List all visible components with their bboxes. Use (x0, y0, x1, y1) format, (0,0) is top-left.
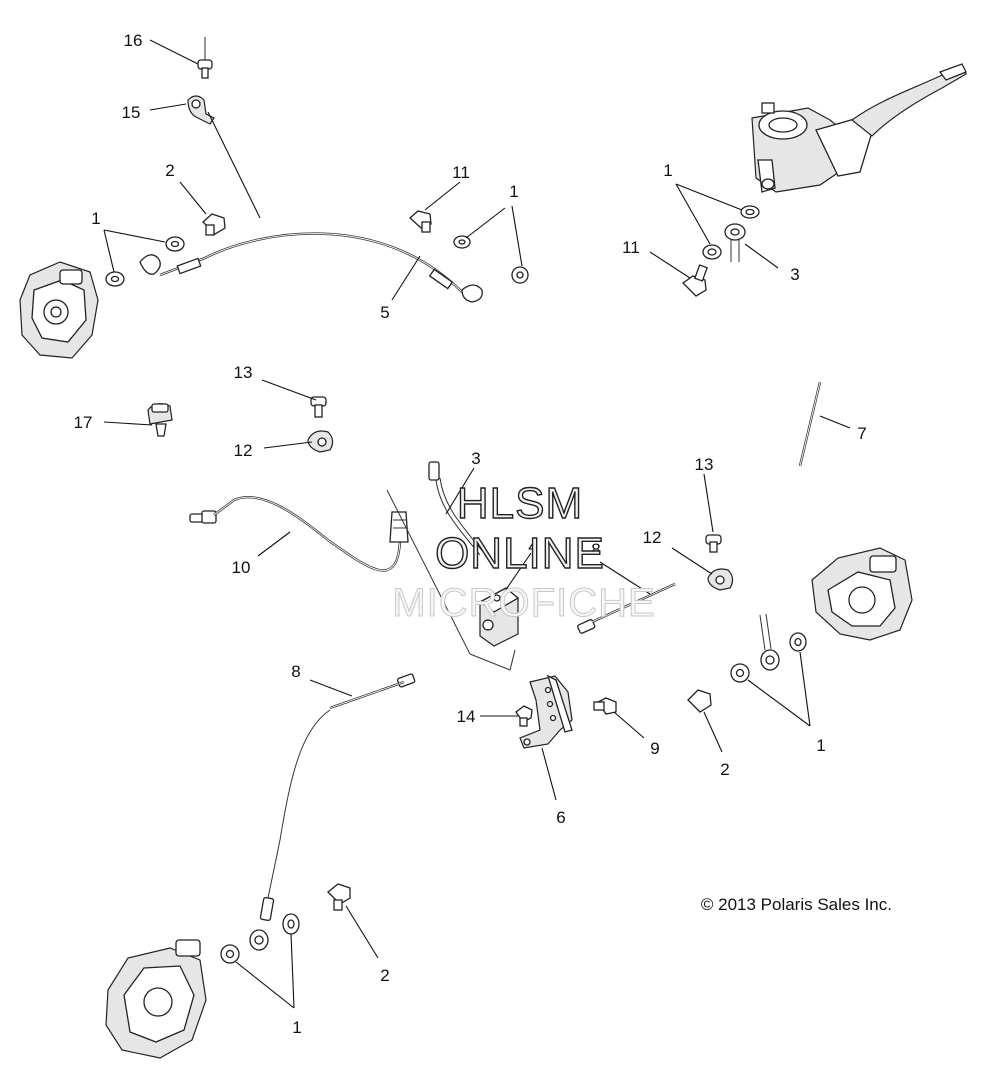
clamp-12a (307, 430, 334, 453)
junction-block-4 (478, 587, 520, 647)
callout-1: 1 (292, 1018, 301, 1037)
brake-line-8b (267, 673, 416, 899)
brake-line-3 (428, 461, 485, 556)
washer-1f (702, 244, 722, 260)
clamp-12b (707, 568, 734, 591)
watermark-line-3: MICROFICHE (392, 581, 655, 625)
callout-1: 1 (663, 161, 672, 180)
callout-1: 1 (91, 209, 100, 228)
callout-2: 2 (720, 760, 729, 779)
washer-1c (453, 235, 471, 249)
callout-12: 12 (234, 441, 253, 460)
callout-17: 17 (74, 413, 93, 432)
callout-4: 4 (528, 537, 537, 556)
brake-hose-5 (139, 232, 483, 303)
washer-1e (740, 205, 760, 219)
callout-13: 13 (695, 455, 714, 474)
master-cylinder (751, 63, 967, 193)
watermark-line-1: HLSM (457, 479, 583, 528)
washer-1b (165, 236, 185, 252)
banjo-fitting-right (759, 613, 780, 671)
watermark-line-2: ONLINE (435, 529, 605, 578)
washer-1i (220, 944, 240, 964)
washer-1a (105, 271, 125, 287)
callout-11: 11 (622, 238, 640, 257)
callout-2: 2 (165, 161, 174, 180)
brake-line-10 (189, 495, 409, 572)
callout-9: 9 (650, 739, 659, 758)
rod-7 (798, 381, 822, 467)
callout-8: 8 (291, 662, 300, 681)
leader-lines (103, 39, 851, 1009)
screw-13b (705, 534, 722, 553)
callout-3: 3 (790, 265, 799, 284)
banjo-bolt-2b (687, 689, 712, 713)
screw-13a (310, 396, 327, 418)
bolt-14 (515, 705, 533, 727)
callout-5: 5 (380, 303, 389, 322)
watermark: HLSM ONLINE MICROFICHE (392, 478, 655, 625)
clamp-15 (187, 95, 215, 125)
bracket-6 (519, 674, 573, 749)
banjo-fitting-lower (249, 896, 275, 951)
front-left-caliper (19, 261, 99, 359)
front-right-caliper (811, 547, 913, 641)
assembly-outline-lines (386, 489, 516, 671)
banjo-bolt-2a (202, 213, 226, 236)
callout-12: 12 (643, 528, 662, 547)
brake-line-8a (577, 582, 676, 634)
callout-1: 1 (816, 736, 825, 755)
washer-1d (511, 266, 529, 284)
bolt-11a (409, 210, 432, 233)
callout-labels: 16 15 2 1 11 1 5 1 11 3 13 17 12 3 4 8 1… (74, 31, 867, 1037)
callout-2: 2 (380, 966, 389, 985)
washer-1h (789, 632, 807, 652)
callout-8: 8 (591, 540, 600, 559)
callout-10: 10 (232, 558, 251, 577)
callout-16: 16 (124, 31, 143, 50)
callout-13: 13 (234, 363, 253, 382)
callout-1: 1 (509, 182, 518, 201)
bolt-9 (593, 697, 617, 715)
banjo-fitting-3a (724, 223, 746, 262)
callout-15: 15 (122, 103, 141, 122)
washer-1g (730, 663, 750, 683)
callout-11: 11 (452, 163, 470, 182)
callout-3: 3 (471, 449, 480, 468)
banjo-bolt-2c (327, 883, 351, 911)
bolt-11b (681, 264, 708, 297)
callout-14: 14 (457, 707, 476, 726)
screw-16 (197, 37, 213, 79)
clip-17 (147, 403, 173, 437)
callout-6: 6 (556, 808, 565, 827)
copyright-notice: © 2013 Polaris Sales Inc. (701, 895, 892, 914)
callout-7: 7 (857, 424, 866, 443)
washer-1j (282, 913, 300, 935)
rear-caliper (105, 939, 207, 1059)
